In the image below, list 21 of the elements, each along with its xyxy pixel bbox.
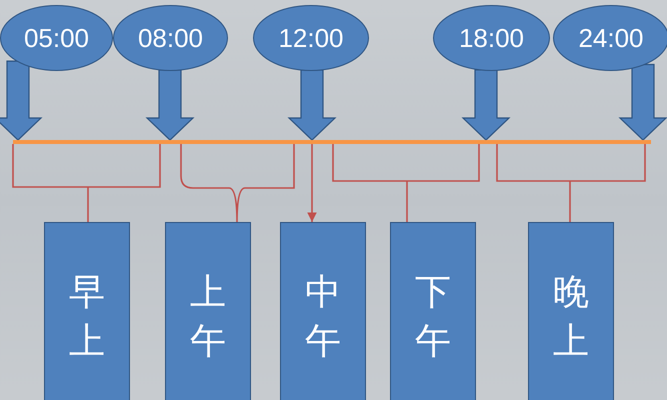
bracket-connector: [332, 143, 480, 223]
block-arrow: [462, 69, 510, 141]
period-box: 晚上: [528, 222, 614, 400]
brace-connector: [180, 143, 295, 223]
bracket-connector: [12, 143, 161, 223]
time-ellipse: 08:00: [113, 5, 228, 71]
timeline-bar: [13, 140, 651, 144]
time-ellipse: 12:00: [253, 5, 369, 71]
block-arrow: [0, 60, 42, 141]
time-ellipse: 05:00: [0, 5, 113, 71]
time-ellipse: 24:00: [553, 5, 667, 71]
block-arrow: [288, 69, 336, 141]
time-ellipse: 18:00: [433, 5, 550, 71]
bracket-connector: [496, 143, 646, 223]
block-arrow: [618, 64, 667, 141]
arrow: [307, 144, 317, 222]
period-box: 上午: [165, 222, 251, 400]
period-box: 中午: [280, 222, 366, 400]
block-arrow: [146, 69, 194, 141]
period-box: 下午: [390, 222, 476, 400]
period-box: 早上: [44, 222, 130, 400]
